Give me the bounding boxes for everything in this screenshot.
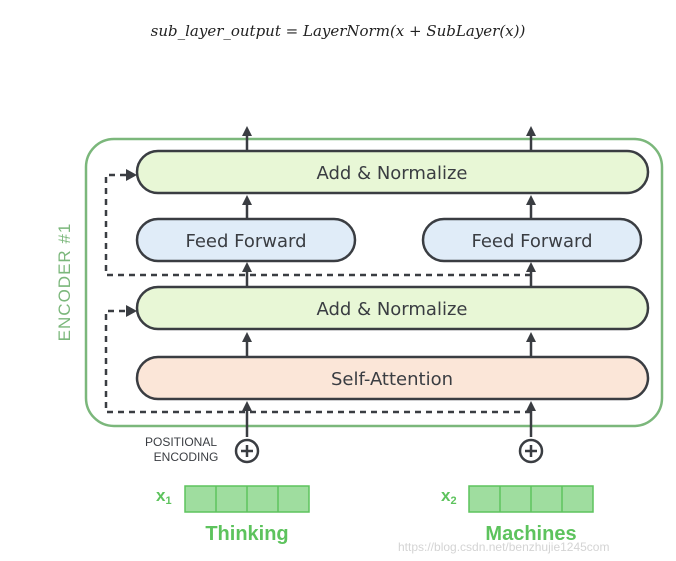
input-symbol-1-sub: 1 (165, 495, 171, 507)
feed-forward-right-label: Feed Forward (471, 231, 592, 252)
embedding-vector-1 (184, 485, 310, 513)
feed-forward-right-block (421, 217, 643, 263)
add-normalize-bottom-block (135, 285, 650, 331)
plus-circle-icon-left (234, 438, 260, 464)
plus-circle-icon-right (518, 438, 544, 464)
input-symbol-2-x: x (441, 486, 451, 505)
input-word-2: Machines (485, 523, 576, 545)
embedding-vector-2 (468, 485, 594, 513)
residual-path-top (104, 173, 531, 277)
self-attention-label: Self-Attention (331, 369, 453, 390)
positional-encoding-line1: POSITIONAL (145, 435, 217, 449)
add-normalize-top-block (135, 149, 650, 195)
input-word-1: Thinking (205, 523, 288, 545)
add-normalize-bottom-label: Add & Normalize (317, 299, 468, 320)
input-symbol-1: x1 (156, 486, 172, 507)
feed-forward-left-block (135, 217, 357, 263)
encoder-frame (84, 137, 664, 428)
feed-forward-left-label: Feed Forward (185, 231, 306, 252)
residual-arrowhead-bottom (126, 305, 137, 317)
positional-encoding-line2: ENCODING (154, 450, 219, 464)
formula: sub_layer_output = LayerNorm(x + SubLaye… (150, 22, 526, 40)
self-attention-block (135, 355, 650, 401)
input-symbol-1-x: x (156, 486, 166, 505)
input-symbol-2: x2 (441, 486, 457, 507)
add-normalize-top-label: Add & Normalize (317, 163, 468, 184)
encoder-label: ENCODER #1 (55, 223, 74, 342)
input-symbol-2-sub: 2 (450, 495, 456, 507)
residual-arrowhead-top (126, 169, 137, 181)
watermark: https://blog.csdn.net/benzhujie1245com (398, 540, 610, 554)
residual-path-bottom (104, 309, 531, 414)
